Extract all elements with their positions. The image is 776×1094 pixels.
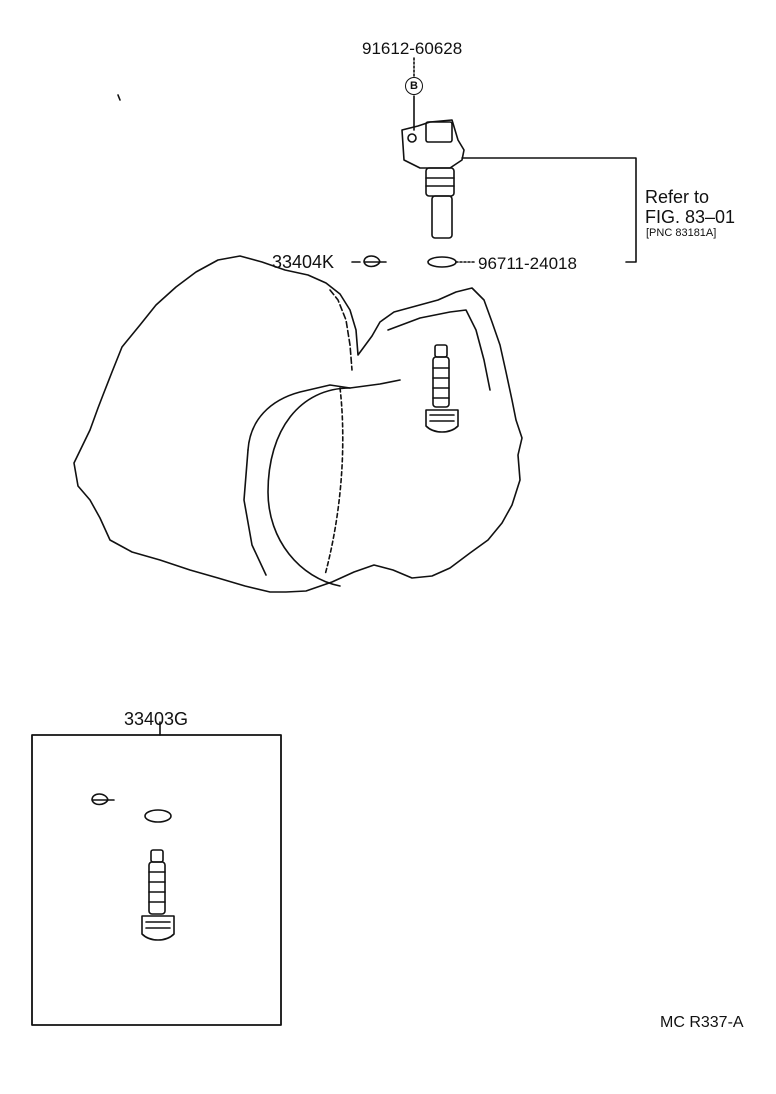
housing-flange-lower (243, 449, 267, 576)
o-ring (427, 256, 457, 268)
stray-mark (117, 94, 121, 101)
bellhousing-opening (267, 387, 351, 587)
refer-pnc-text: [PNC 83181A] (646, 227, 717, 239)
housing-rib (329, 289, 353, 371)
bellhousing-rim (324, 387, 344, 576)
bolt-part-number: 91612-60628 (362, 39, 463, 58)
kit-clip (91, 793, 115, 806)
kit-box (31, 734, 282, 1026)
installed-driven-gear (425, 344, 459, 433)
housing-inner-edge (387, 309, 491, 391)
refer-to-text: Refer to (645, 187, 710, 207)
sensor-bracket (461, 157, 637, 263)
bolt-marker: B (405, 77, 423, 95)
oring-part-number: 96711-24018 (478, 254, 577, 273)
speed-sensor (401, 119, 465, 239)
clip-part-number: 33404K (272, 252, 335, 272)
kit-driven-gear (141, 849, 175, 941)
housing-flange (247, 379, 401, 451)
kit-part-number: 33403G (124, 709, 189, 729)
transmission-housing (73, 255, 523, 593)
refer-fig-text: FIG. 83–01 (645, 207, 736, 227)
kit-o-ring (144, 809, 172, 823)
clip (363, 255, 387, 268)
figure-code: MC R337-A (660, 1014, 744, 1031)
